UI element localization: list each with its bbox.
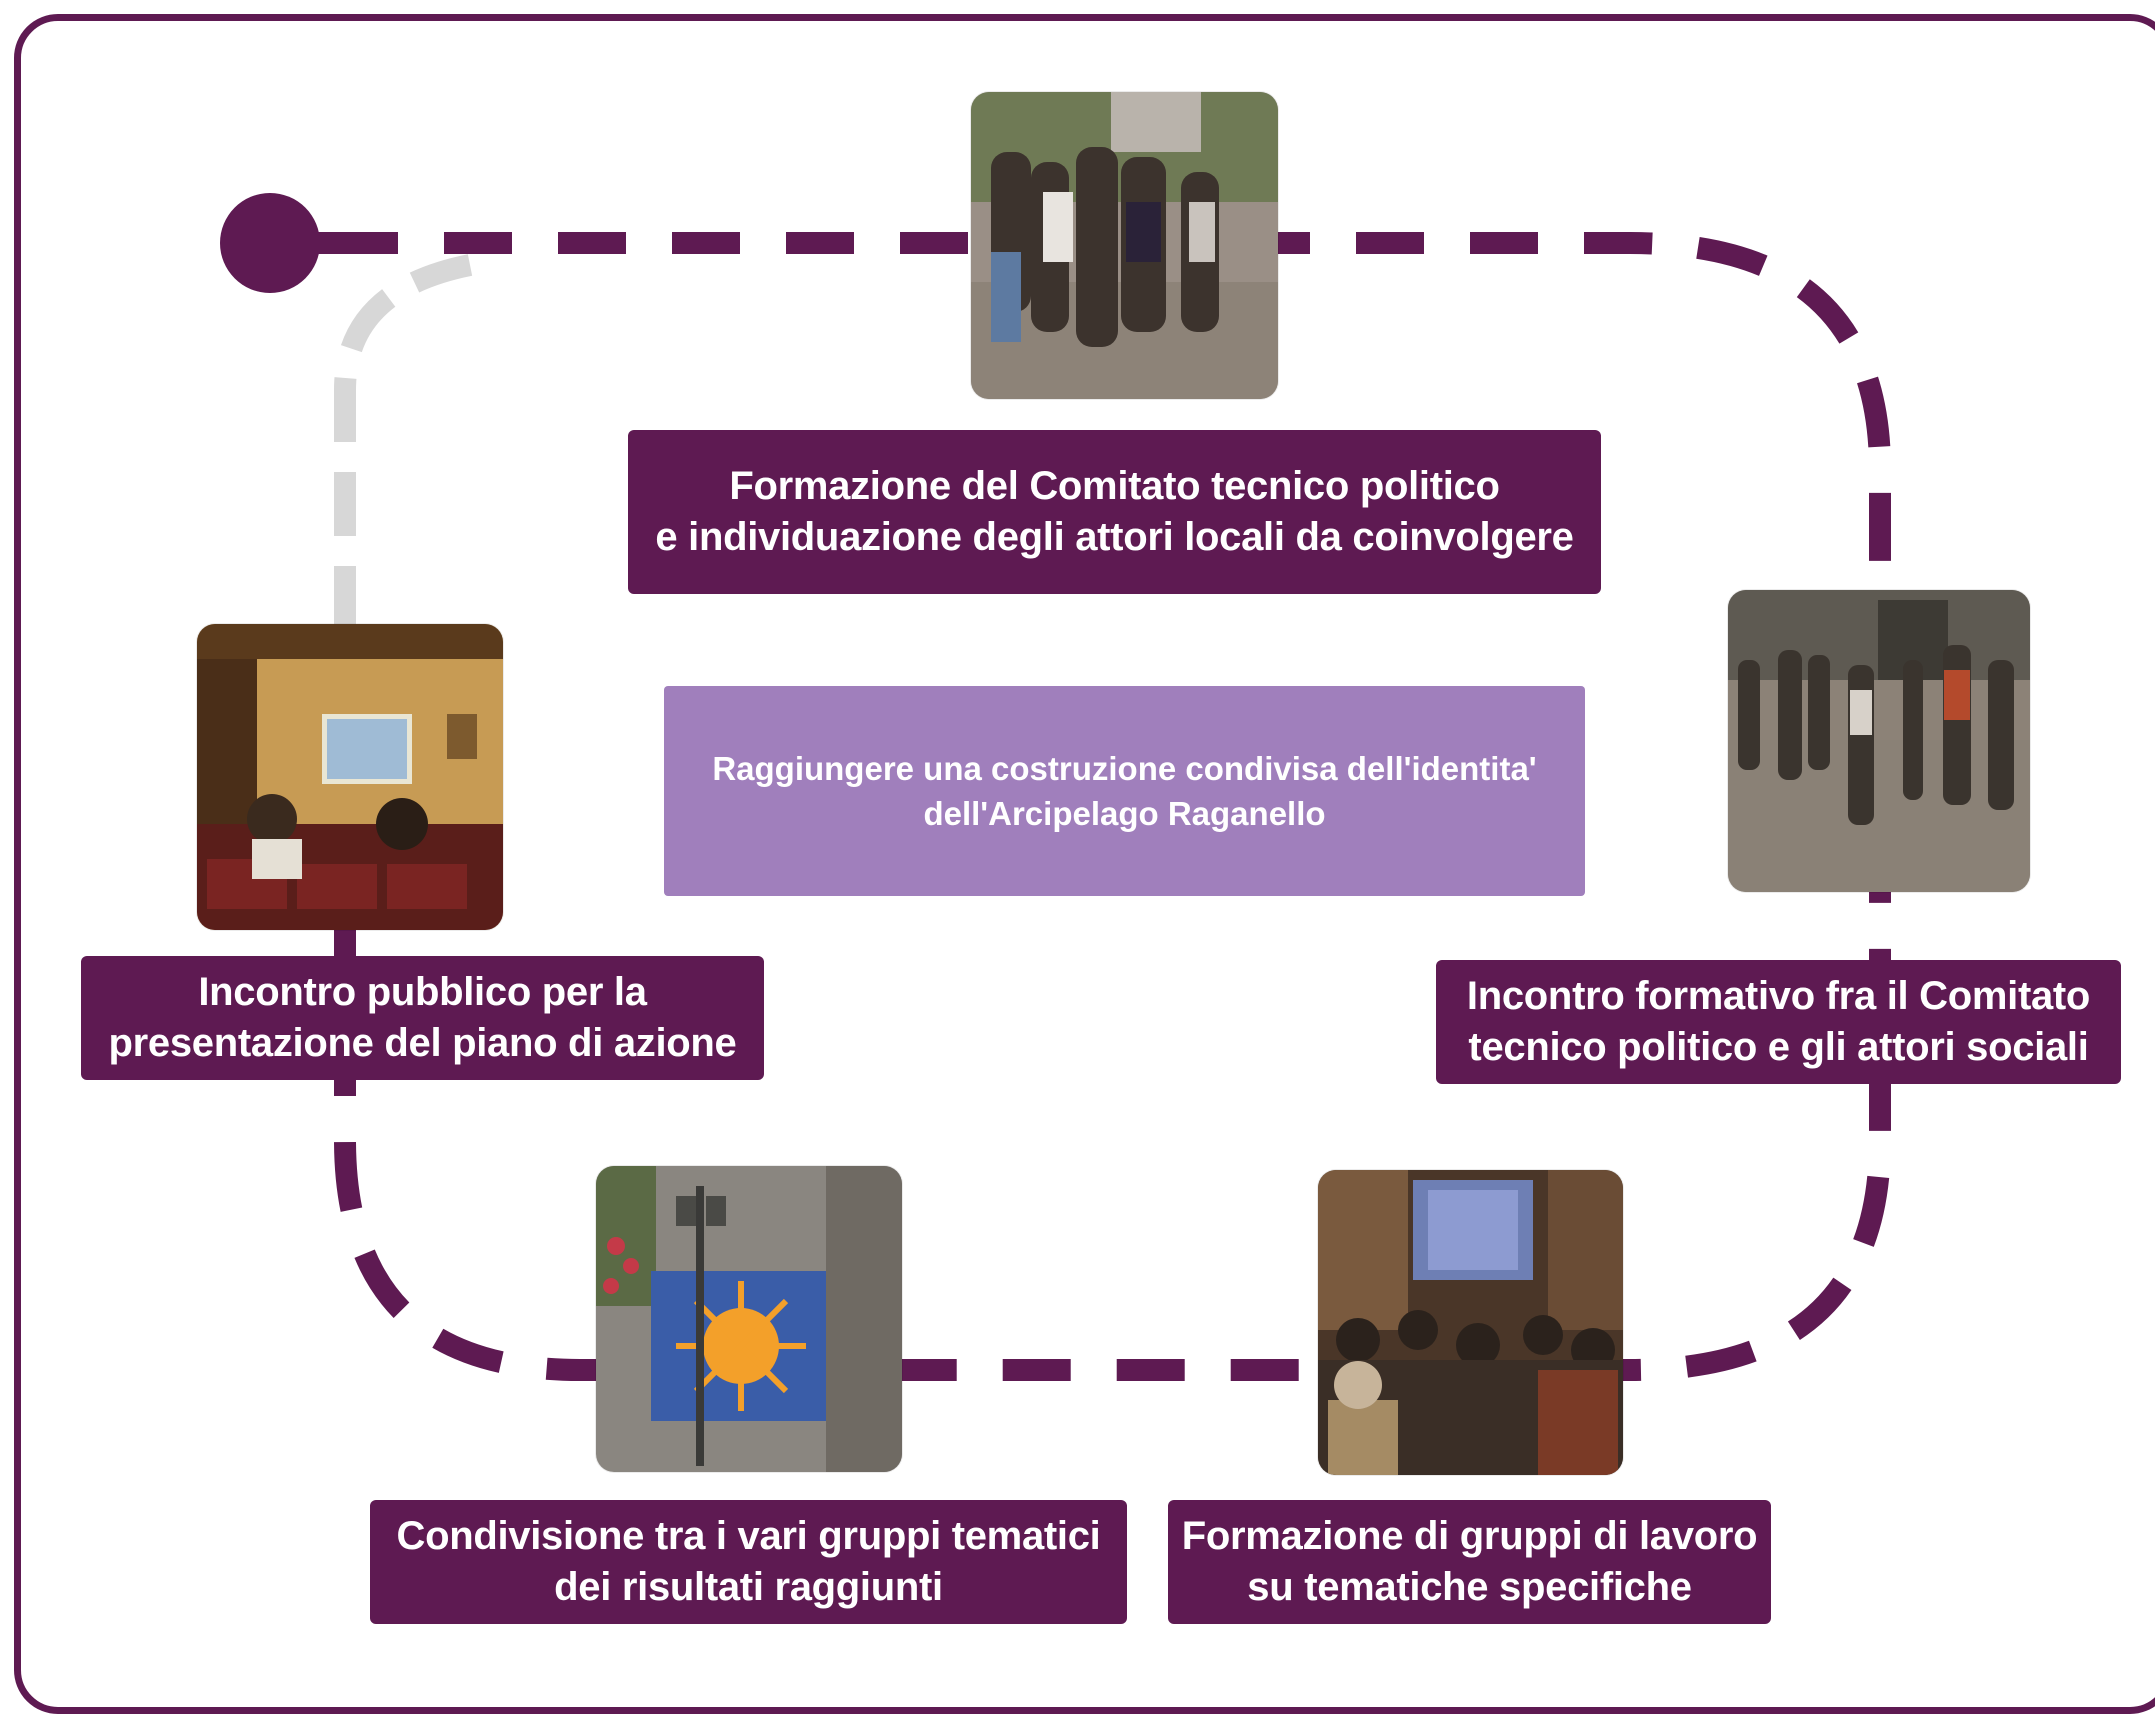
step-5-line2: presentazione del piano di azione [108, 1021, 737, 1065]
step-2-line1: Incontro formativo fra il Comitato [1466, 974, 2091, 1018]
step-4-line2: dei risultati raggiunti [554, 1565, 943, 1609]
step-5-label: Incontro pubblico per la presentazione d… [81, 956, 764, 1080]
step-4-label: Condivisione tra i vari gruppi tematici … [370, 1500, 1127, 1624]
step-2-line2: tecnico politico e gli attori sociali [1468, 1025, 2089, 1069]
step-4-line1: Condivisione tra i vari gruppi tematici [396, 1514, 1101, 1558]
goal-line1: Raggiungere una costruzione condivisa de… [712, 750, 1537, 787]
main-loop-path [330, 232, 1891, 1381]
return-path [334, 254, 473, 630]
step-3-line1: Formazione di gruppi di lavoro [1181, 1514, 1758, 1558]
photo-sun-mural [596, 1166, 902, 1472]
photo-people-walking [971, 92, 1278, 399]
step-2-label: Incontro formativo fra il Comitato tecni… [1436, 960, 2121, 1084]
step-1-label: Formazione del Comitato tecnico politico… [628, 430, 1601, 594]
step-3-line2: su tematiche specifiche [1247, 1565, 1692, 1609]
start-dot [220, 193, 320, 293]
goal-line2: dell'Arcipelago Raganello [923, 795, 1326, 832]
photo-group-in-plaza [1728, 590, 2030, 892]
goal-box: Raggiungere una costruzione condivisa de… [664, 686, 1585, 896]
step-1-line2: e individuazione degli attori locali da … [655, 515, 1574, 559]
photo-seminar-audience [1318, 1170, 1623, 1475]
step-5-line1: Incontro pubblico per la [198, 970, 647, 1014]
step-3-label: Formazione di gruppi di lavoro su temati… [1168, 1500, 1771, 1624]
photo-meeting-hall [197, 624, 503, 930]
step-1-line1: Formazione del Comitato tecnico politico [729, 464, 1500, 508]
